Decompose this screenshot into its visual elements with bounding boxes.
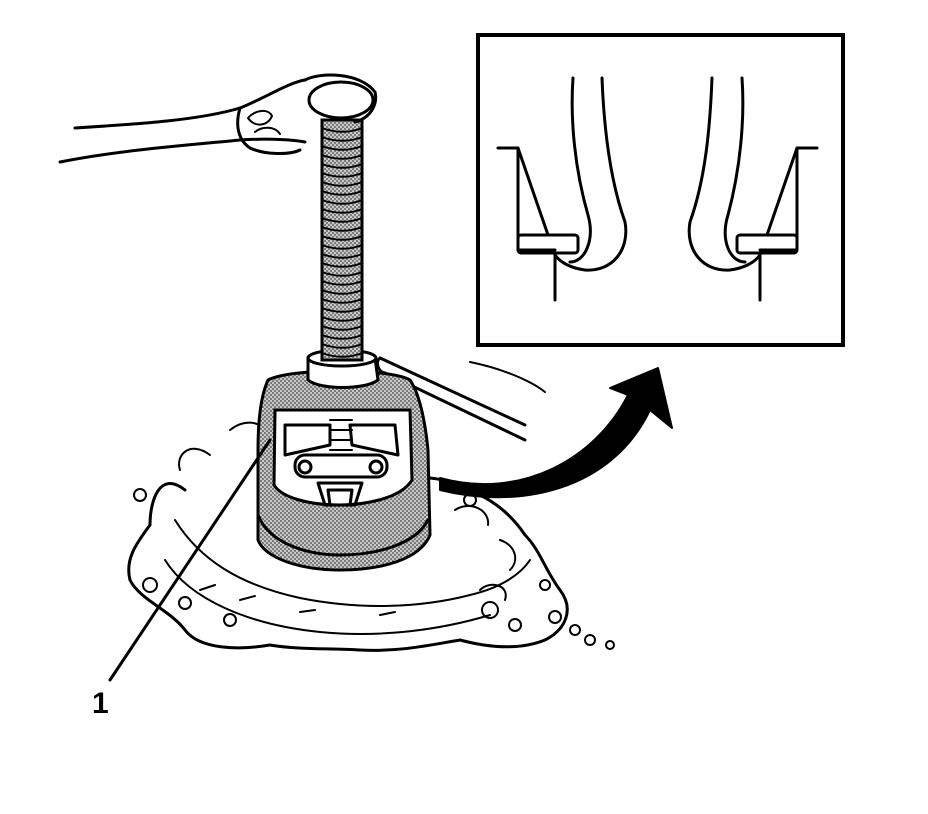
thread-mark [321, 343, 363, 349]
thread-mark [321, 307, 363, 313]
thread-mark [321, 226, 363, 232]
thread-mark [321, 199, 363, 205]
thread-mark [321, 172, 363, 178]
thread-mark [321, 271, 363, 277]
thread-mark [321, 154, 363, 160]
direction-arrow [439, 367, 673, 499]
detail-inset [476, 33, 845, 347]
wrench [58, 73, 378, 164]
thread-mark [321, 244, 363, 250]
thread-mark [321, 298, 363, 304]
callout-label: 1 [92, 687, 109, 720]
puller-tool-body [256, 369, 432, 572]
thread-mark [321, 235, 363, 241]
callout-1: 1 [92, 438, 272, 720]
thread-mark [321, 262, 363, 268]
thread-mark [321, 127, 363, 133]
thread-mark [321, 289, 363, 295]
thread-mark [321, 325, 363, 331]
thread-mark [321, 208, 363, 214]
thread-mark [321, 253, 363, 259]
thread-mark [321, 145, 363, 151]
thread-mark [321, 352, 363, 358]
transmission-case [127, 421, 615, 652]
leader-line [108, 438, 272, 682]
thread-mark [321, 181, 363, 187]
thread-mark [321, 217, 363, 223]
inner-screw [329, 419, 353, 451]
thread-mark [321, 136, 363, 142]
threaded-screw [320, 118, 364, 362]
thread-mark [321, 190, 363, 196]
thread-mark [321, 334, 363, 340]
thread-mark [321, 316, 363, 322]
thread-mark [321, 280, 363, 286]
thread-mark [321, 163, 363, 169]
